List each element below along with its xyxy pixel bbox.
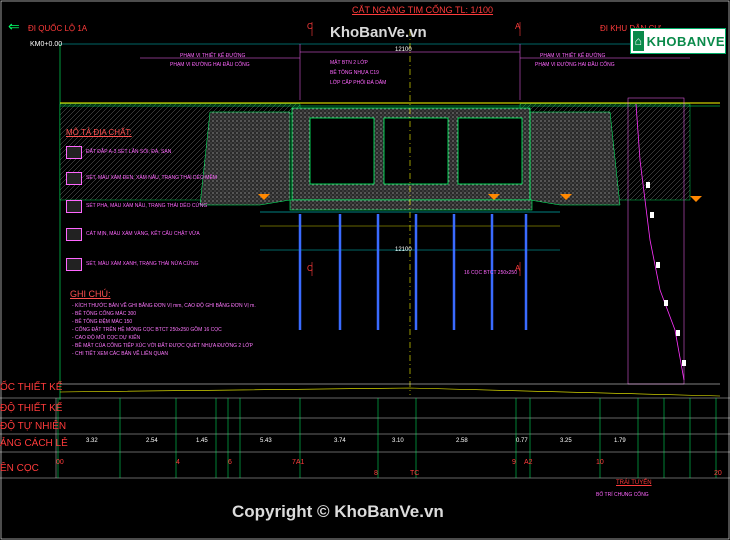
station-label: 00: [56, 459, 64, 466]
section-marker: C: [307, 22, 313, 31]
section-marker: A: [515, 22, 521, 31]
dimension-label: 12100: [395, 47, 412, 53]
legend-swatch: [66, 228, 82, 241]
legend-text: ĐẤT ĐẮP A-3 SÉT LẪN SỎI, ĐÁ, SẠN: [86, 149, 172, 155]
road-label: BÊ TÔNG NHỰA C19: [330, 70, 379, 76]
drawing-title: CẮT NGANG TIM CỐNG TL: 1/100: [352, 5, 494, 15]
profile-row-label: ỐC THIẾT KẾ: [0, 382, 63, 393]
dimension-label: 12100: [395, 247, 412, 253]
side-label-left: ĐI QUỐC LỘ 1A: [28, 24, 88, 33]
note-line: - BÊ TÔNG ĐỆM MÁC 150: [72, 319, 133, 325]
note-line: - CAO ĐỘ MŨI CỌC DỰ KIẾN: [72, 335, 141, 341]
legend-swatch: [66, 172, 82, 185]
distance-value: 3.10: [392, 438, 404, 444]
profile-row-label: ĐỘ TỰ NHIÊN: [0, 421, 67, 432]
distance-value: 2.54: [146, 438, 158, 444]
road-label: PHẠM VI THIẾT KẾ ĐƯỜNG: [180, 53, 246, 59]
watermark: KhoBanVe.vn: [330, 24, 427, 41]
station-label: 10: [596, 459, 604, 466]
geology-title: MÔ TẢ ĐỊA CHẤT:: [66, 128, 132, 137]
piles: [298, 214, 528, 330]
note-line: - BÊ TÔNG CỐNG MÁC 300: [72, 311, 137, 317]
road-label: PHẠM VI THIẾT KẾ ĐƯỜNG: [540, 53, 606, 59]
profile-table: [0, 397, 730, 479]
legend-text: SÉT, MÀU XÁM XANH, TRẠNG THÁI NỬA CỨNG: [86, 261, 199, 267]
legend-text: CÁT MỊN, MÀU XÁM VÀNG, KẾT CẤU CHẶT VỪA: [86, 231, 200, 237]
brand-logo: ⌂ KHOBANVE: [630, 28, 726, 54]
distance-value: 5.43: [260, 438, 272, 444]
section-marker: A: [515, 264, 521, 273]
note-line: - BỀ MẶT CỦA CỐNG TIẾP XÚC VỚI ĐẤT ĐƯỢC …: [72, 343, 253, 349]
right-table-sub: BỐ TRÍ CHUNG CỐNG: [596, 492, 649, 498]
logo-text: KHOBANVE: [646, 33, 725, 49]
notes-title: GHI CHÚ:: [70, 289, 111, 299]
right-table-title: TRÁI TUYẾN: [616, 480, 652, 486]
pile-label: 16 CỌC BTCT 250x250: [464, 270, 517, 276]
road-label: LỚP CẤP PHỐI ĐÁ DĂM: [330, 80, 387, 86]
distance-value: 3.25: [560, 438, 572, 444]
road-label: PHẠM VI ĐƯỜNG HAI ĐẦU CỐNG: [170, 62, 250, 68]
house-icon: ⌂: [633, 31, 644, 51]
backfill-zone: [199, 111, 291, 206]
distance-value: 2.58: [456, 438, 468, 444]
station-label: A2: [524, 459, 533, 466]
legend-swatch: [66, 258, 82, 271]
legend-text: SÉT, MÀU XÁM ĐEN, XÁM NÂU, TRẠNG THÁI DẺ…: [86, 175, 217, 181]
legend-text: SÉT PHA, MÀU XÁM NÂU, TRẠNG THÁI DẺO CỨN…: [86, 203, 208, 209]
station-label: 7A1: [292, 459, 305, 466]
legend-swatch: [66, 200, 82, 213]
distance-value: 0.77: [516, 438, 528, 444]
road-label: PHẠM VI ĐƯỜNG HAI ĐẦU CỐNG: [535, 62, 615, 68]
station-label: 9: [512, 459, 516, 466]
note-line: - CHI TIẾT XEM CÁC BẢN VẼ LIÊN QUAN: [72, 351, 168, 357]
arrow-left-icon: ⇐: [8, 18, 20, 34]
note-line: - CỐNG ĐẶT TRÊN HỆ MÓNG CỌC BTCT 250x250…: [72, 327, 222, 333]
copyright-watermark: Copyright © KhoBanVe.vn: [232, 502, 444, 521]
station-label: TC: [410, 470, 420, 477]
profile-row-label: ÊN CỌC: [0, 463, 39, 474]
section-marker: C: [307, 264, 313, 273]
backfill-zone-right: [529, 111, 621, 206]
road-label: MẶT BTN 2 LỚP: [330, 60, 368, 66]
note-line: - KÍCH THƯỚC BẢN VẼ GHI BẰNG ĐƠN VỊ mm, …: [72, 303, 256, 309]
station-label: 4: [176, 459, 180, 466]
distance-value: 3.32: [86, 438, 98, 444]
distance-value: 3.74: [334, 438, 346, 444]
profile-row-label: ĐỘ THIẾT KẾ: [0, 403, 63, 414]
profile-row-label: ẢNG CÁCH LẺ: [0, 438, 68, 449]
station-label: 6: [228, 459, 232, 466]
station-label: 20: [714, 470, 722, 477]
station-label: 8: [374, 470, 378, 477]
distance-value: 1.45: [196, 438, 208, 444]
legend-swatch: [66, 146, 82, 159]
distance-value: 1.79: [614, 438, 626, 444]
km-label: KM0+0.00: [30, 41, 63, 48]
box-culvert: [289, 107, 533, 211]
